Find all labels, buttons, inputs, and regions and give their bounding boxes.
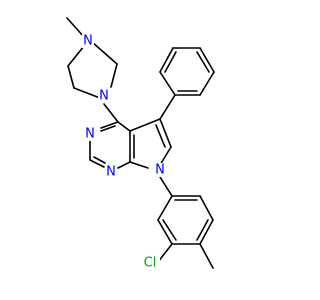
atom-n-methyl: N (83, 34, 93, 49)
bond-ar-5-double (162, 219, 177, 241)
bond-pip-c4 (103, 103, 119, 123)
bond-c6-n7 (159, 146, 172, 166)
bond-c5-ph (159, 94, 176, 120)
bond-ph-4-double (196, 51, 210, 73)
bond-c4a-c4 (117, 121, 131, 132)
bg-n-methyl (82, 34, 94, 48)
bond-c4-n3-double (100, 125, 116, 132)
bond-c5-c6-double (155, 124, 166, 148)
bond-methyl-n (66, 17, 85, 38)
bond-ar-3 (199, 219, 214, 245)
bond-ph-2 (159, 47, 174, 73)
bond-ar-methyl (199, 243, 214, 269)
bond-ar-5 (157, 219, 173, 245)
bond-c4-n3 (100, 121, 119, 129)
bond-ph-4 (199, 47, 215, 73)
bg-cl (140, 256, 160, 270)
atom-n-pyrrole: N (155, 163, 165, 178)
bond-n7-aryl (159, 176, 173, 197)
bond-ar-2 (199, 195, 214, 221)
bond-pip-3 (73, 87, 101, 99)
bg-n-pyr-bottom (105, 165, 117, 179)
atom-n-piperazine: N (99, 89, 109, 104)
bond-c4a-c5 (129, 118, 161, 132)
bg-n-pyr-top (84, 127, 96, 141)
bond-c2-n1-double (93, 156, 106, 164)
bond-ar-6 (157, 195, 173, 221)
bond-c5-c6 (159, 118, 172, 148)
bond-ar-cl (157, 243, 173, 263)
bond-n1-c7a (117, 161, 131, 169)
bond-pip-2 (110, 63, 118, 88)
bond-ar-3-double (196, 219, 209, 241)
atom-cl: Cl (144, 256, 157, 271)
atom-n-pyrimidine-bottom: N (106, 165, 116, 180)
molecule-canvas: N N N N N Cl (66, 17, 215, 271)
bond-ph-1 (159, 71, 176, 96)
bond-pip-5 (67, 45, 85, 67)
atom-n-pyrimidine-top: N (85, 127, 95, 142)
bg-n-pip-attach (98, 89, 110, 103)
molecule-structure: N N N N N Cl (66, 17, 215, 271)
bond-ph-2-double (164, 51, 177, 73)
bg-n-pyrrole (154, 163, 166, 177)
bond-ph-5 (199, 71, 215, 96)
bond-pip-4 (67, 65, 75, 89)
bond-c2-n1 (89, 159, 105, 168)
bond-pip-1 (91, 41, 118, 65)
bond-n7-c7a (129, 161, 149, 169)
